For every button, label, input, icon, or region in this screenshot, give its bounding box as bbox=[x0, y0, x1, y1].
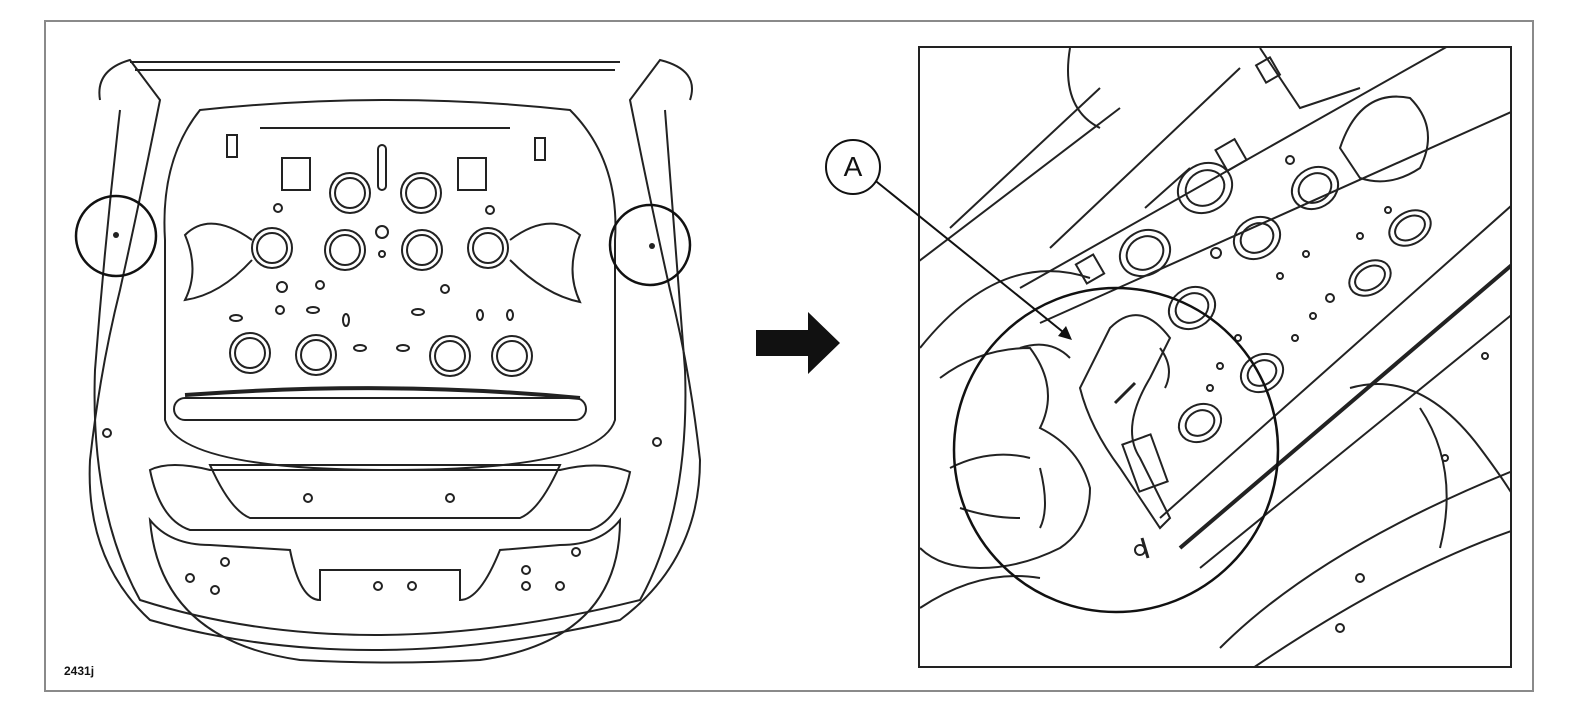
highlight-circle-right bbox=[608, 203, 692, 287]
callout-label: A bbox=[843, 151, 863, 182]
callout-a: A bbox=[825, 139, 881, 195]
zoom-circle bbox=[952, 286, 1280, 614]
detail-view bbox=[918, 46, 1512, 668]
detail-illustration bbox=[920, 48, 1510, 666]
figure-frame bbox=[44, 20, 1534, 692]
panel-overview-illustration bbox=[74, 58, 702, 664]
figure-code: 2431j bbox=[64, 664, 95, 678]
right-arrow-icon bbox=[756, 312, 840, 374]
highlight-circle-left bbox=[74, 194, 158, 278]
